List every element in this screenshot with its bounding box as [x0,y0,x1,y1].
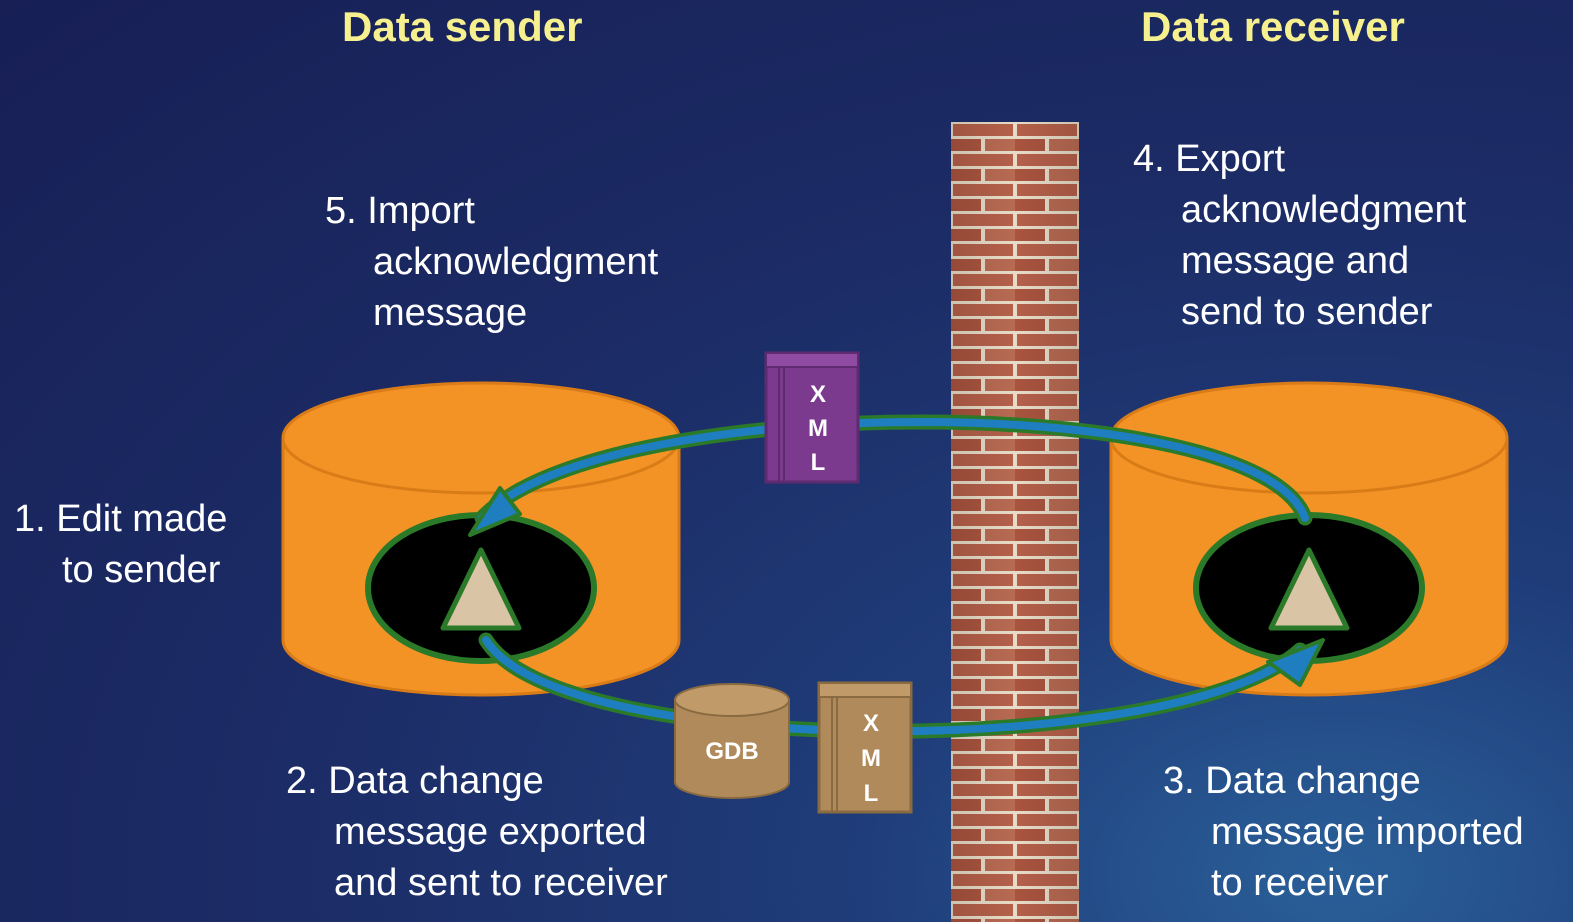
gdb-database-icon: GDB [674,683,790,799]
xml-letter: L [864,780,879,807]
receiver-database-icon [1109,381,1509,697]
firewall-brick-wall [951,122,1079,922]
step-5-label: 5. Import acknowledgment message [325,190,659,334]
acknowledgment-xml-document-icon: X M L [764,351,860,484]
step-1-label: 1. Edit made to sender [14,498,228,591]
step-3-label: 3. Data change message imported to recei… [1163,760,1524,904]
heading-data-sender: Data sender [342,3,583,50]
step-4-label: 4. Export acknowledgment message and sen… [1133,138,1467,333]
xml-letter: L [811,449,826,476]
xml-letter: X [810,381,826,408]
sender-database-icon [281,381,681,697]
gdb-label: GDB [705,738,758,765]
xml-letter: M [861,745,881,772]
data-change-xml-document-icon: X M L [817,681,913,814]
heading-data-receiver: Data receiver [1141,3,1405,50]
acknowledgment-flow-arrow [468,414,1313,537]
xml-letter: M [808,415,828,442]
step-2-label: 2. Data change message exported and sent… [286,760,668,904]
xml-letter: X [863,710,879,737]
